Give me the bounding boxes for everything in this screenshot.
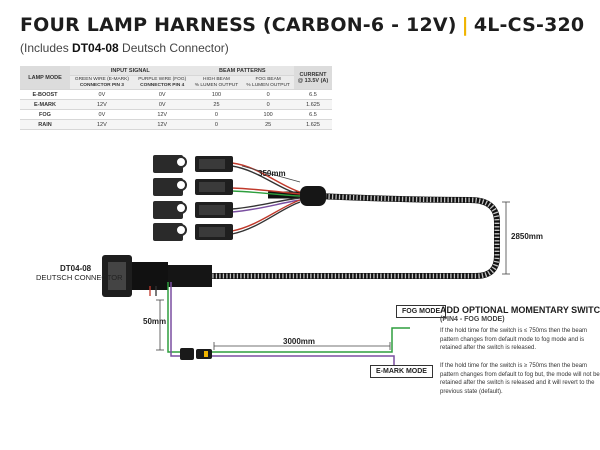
header-fog-beam: FOG BEAM% LUMEN OUTPUT (242, 75, 294, 90)
cell-current: 6.5 (294, 89, 332, 100)
cell-mode: E-BOOST (20, 89, 70, 100)
header-high-beam: HIGH BEAM% LUMEN OUTPUT (190, 75, 243, 90)
lamp-connector-3 (153, 201, 233, 219)
header-beam-patterns: BEAM PATTERNS (190, 66, 294, 76)
subtitle-post: Deutsch Connector) (118, 41, 229, 55)
connector-stub-wires (149, 286, 157, 296)
cell-mode: RAIN (20, 119, 70, 130)
cell-purple: 12V (133, 109, 191, 120)
cell-green: 0V (70, 109, 134, 120)
header-current-line2: @ 13.5V (A) (297, 77, 329, 84)
page-subtitle: (Includes DT04-08 Deutsch Connector) (20, 41, 229, 55)
header-green-wire: GREEN WIRE (E-MARK)CONNECTOR PIN 3 (70, 75, 134, 90)
header-fog-line2: % LUMEN OUTPUT (246, 82, 290, 88)
cell-high: 100 (190, 89, 243, 100)
length-label-3000: 3000mm (283, 337, 316, 346)
header-purple-line2: CONNECTOR PIN 4 (140, 82, 185, 88)
connector-code-label: DT04-08 (60, 264, 92, 273)
title-main: FOUR LAMP HARNESS (CARBON-6 - 12V) (20, 14, 457, 36)
lamp-connectors (153, 155, 233, 241)
dimension-2850 (502, 201, 510, 275)
title-part-code: 4L-CS-320 (473, 14, 585, 36)
length-label-2850: 2850mm (511, 232, 544, 241)
header-purple-wire: PURPLE WIRE (FOG)CONNECTOR PIN 4 (133, 75, 191, 90)
lamp-connector-2 (153, 178, 233, 196)
cell-fog: 100 (242, 109, 294, 120)
emark-mode-box: E-MARK MODE (370, 365, 433, 378)
cell-mode: FOG (20, 109, 70, 120)
subtitle-connector: DT04-08 (72, 41, 119, 55)
cell-green: 12V (70, 99, 134, 110)
cell-green: 12V (70, 119, 134, 130)
cell-purple: 0V (133, 99, 191, 110)
cell-fog: 0 (242, 99, 294, 110)
cell-current: 1.625 (294, 119, 332, 130)
cell-purple: 0V (133, 89, 191, 100)
dimension-350 (241, 165, 301, 183)
table-row: E-BOOST 0V 0V 100 0 6.5 (20, 89, 332, 100)
cell-green: 0V (70, 89, 134, 100)
header-high-line2: % LUMEN OUTPUT (194, 82, 239, 88)
switch-note-heading: ADD OPTIONAL MOMENTARY SWITCH (440, 305, 600, 315)
cell-current: 1.625 (294, 99, 332, 110)
lamp-mode-table: LAMP MODE INPUT SIGNAL BEAM PATTERNS CUR… (20, 66, 332, 130)
switch-note-long-press: If the hold time for the switch is ≥ 750… (440, 363, 600, 395)
length-label-350: 350mm (258, 169, 286, 178)
table-row: RAIN 12V 12V 0 25 1.625 (20, 119, 332, 130)
length-label-50: 50mm (143, 317, 167, 326)
lamp-connector-1 (153, 155, 233, 173)
fog-mode-box: FOG MODE (396, 305, 447, 318)
lamp-connector-4 (153, 223, 233, 241)
cell-current: 6.5 (294, 109, 332, 120)
header-current-line1: CURRENT (299, 71, 327, 78)
header-green-line1: GREEN WIRE (E-MARK) (74, 77, 129, 82)
title-separator: | (461, 14, 469, 36)
table-row: E-MARK 12V 0V 25 0 1.625 (20, 99, 332, 110)
dimension-3000 (213, 342, 391, 350)
header-green-line2: CONNECTOR PIN 3 (79, 82, 124, 88)
header-fog-line1: FOG BEAM (255, 77, 281, 82)
switch-note-short-press: If the hold time for the switch is ≤ 750… (440, 328, 588, 352)
main-cable (212, 191, 500, 279)
cell-fog: 25 (242, 119, 294, 130)
cell-high: 0 (190, 119, 243, 130)
header-current: CURRENT@ 13.5V (A) (294, 66, 332, 90)
header-lamp-mode: LAMP MODE (20, 66, 70, 90)
header-input-signal: INPUT SIGNAL (70, 66, 191, 76)
cell-high: 0 (190, 109, 243, 120)
inline-connectors (180, 348, 212, 360)
cell-high: 25 (190, 99, 243, 110)
deutsch-connector (102, 255, 212, 297)
cell-mode: E-MARK (20, 99, 70, 110)
cell-fog: 0 (242, 89, 294, 100)
lamp-pigtail-wires (231, 162, 301, 235)
table-row: FOG 0V 12V 0 100 6.5 (20, 109, 332, 120)
dimension-50 (156, 299, 164, 351)
cell-purple: 12V (133, 119, 191, 130)
switch-note-subheading: (PIN4 - FOG MODE) (440, 316, 505, 323)
header-purple-line1: PURPLE WIRE (FOG) (138, 77, 187, 82)
header-high-line1: HIGH BEAM (203, 77, 230, 82)
connector-name-label: DEUTSCH CONNECTOR (36, 273, 123, 282)
splice-junction (300, 186, 326, 206)
page-title: FOUR LAMP HARNESS (CARBON-6 - 12V)|4L-CS… (20, 14, 584, 36)
subtitle-pre: (Includes (20, 41, 73, 55)
